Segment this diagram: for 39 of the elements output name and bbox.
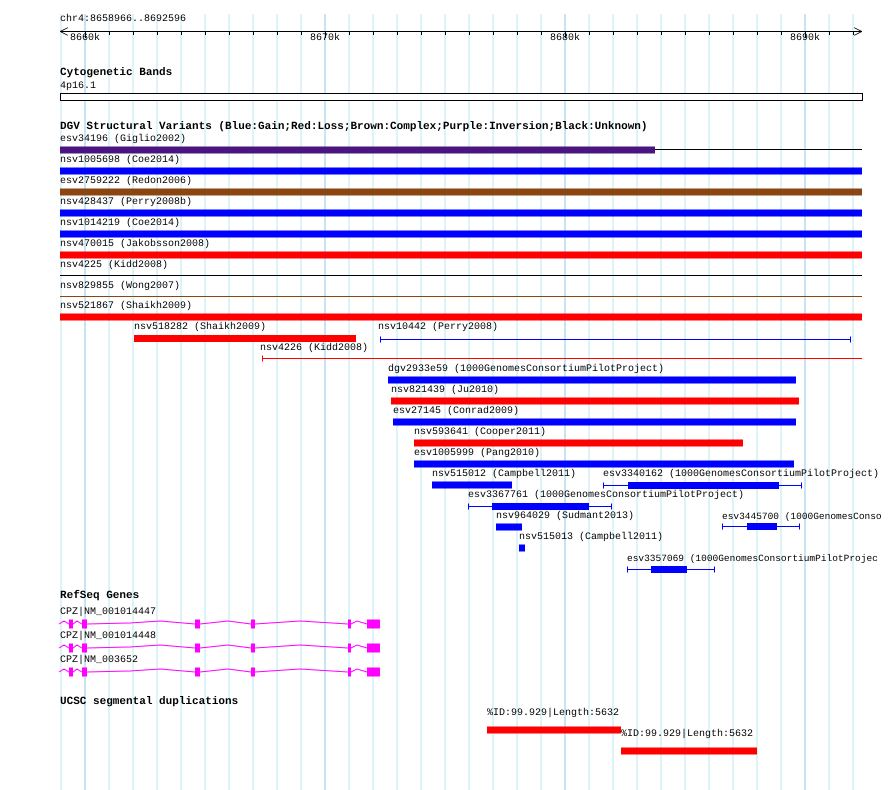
gene-label: CPZ|NM_003652	[60, 655, 138, 667]
feature-label: nsv470015 (Jakobsson2008)	[60, 239, 210, 251]
feature-label: esv3340162 (1000GenomesConsortiumPilotProject)	[603, 469, 880, 481]
feature-label: esv34196 (Giglio2002)	[60, 134, 186, 146]
feature-label: nsv428437 (Perry2008b)	[60, 197, 192, 209]
feature-label: nsv521867 (Shaikh2009)	[60, 301, 192, 313]
position-label: chr4:8658966..8692596	[60, 14, 186, 26]
track-title: RefSeq Genes	[60, 590, 140, 602]
feature-label: esv3445700 (1000GenomesConso	[722, 511, 882, 523]
axis-tick-label: 8660k	[70, 33, 100, 45]
feature-label: esv1005999 (Pang2010)	[414, 448, 540, 460]
feature-label: nsv515013 (Campbell2011)	[519, 532, 664, 544]
feature-label: nsv1005698 (Coe2014)	[60, 155, 180, 167]
band-label: 4p16.1	[60, 81, 96, 93]
axis-tick-label: 8690k	[790, 33, 820, 45]
feature-label: esv3357069 (1000GenomesConsortiumPilotProjec	[627, 553, 878, 565]
feature-label: nsv518282 (Shaikh2009)	[134, 322, 266, 334]
axis-tick-label: 8670k	[310, 33, 340, 45]
track-title: Cytogenetic Bands	[60, 67, 172, 79]
feature-label: %ID:99.929|Length:5632	[487, 708, 620, 720]
feature-label: nsv593641 (Cooper2011)	[414, 427, 546, 439]
feature-label: nsv829855 (Wong2007)	[60, 281, 180, 293]
gene-label: CPZ|NM_001014447	[60, 607, 156, 619]
feature-label: esv3367761 (1000GenomesConsortiumPilotProject)	[468, 490, 744, 502]
axis-tick-label: 8680k	[550, 33, 580, 45]
track-title: UCSC segmental duplications	[60, 696, 238, 708]
feature-label: esv27145 (Conrad2009)	[393, 406, 520, 418]
gene-label: CPZ|NM_001014448	[60, 631, 156, 643]
feature-label: nsv4226 (Kidd2008)	[260, 343, 368, 355]
feature-label: nsv515012 (Campbell2011)	[432, 469, 576, 481]
feature-label: nsv964029 (Sudmant2013)	[496, 511, 634, 523]
track-title: DGV Structural Variants (Blue:Gain;Red:Loss;Brown:Complex;Purple:Inversion;Black:Unknown)	[60, 121, 648, 133]
feature-label: %ID:99.929|Length:5632	[621, 729, 754, 741]
feature-label: dgv2933e59 (1000GenomesConsortiumPilotProject)	[388, 364, 664, 376]
feature-label: nsv10442 (Perry2008)	[378, 322, 498, 334]
feature-label: esv2759222 (Redon2006)	[60, 176, 192, 188]
feature-label: nsv1014219 (Coe2014)	[60, 218, 180, 230]
feature-label: nsv4225 (Kidd2008)	[60, 260, 168, 272]
feature-label: nsv821439 (Ju2010)	[391, 385, 500, 397]
